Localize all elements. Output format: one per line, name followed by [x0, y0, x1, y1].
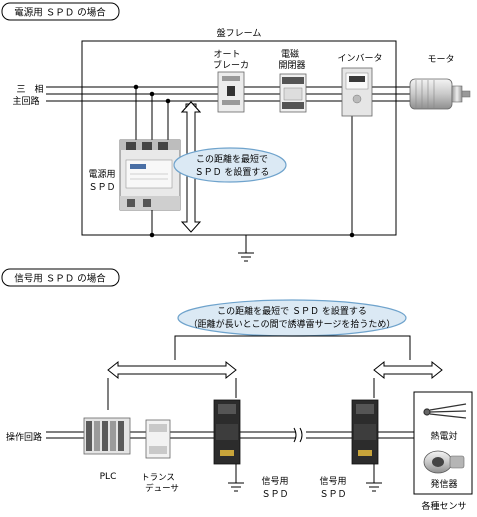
inverter-label: インバータ — [337, 53, 382, 64]
line-label-1: 三 相 — [16, 83, 43, 95]
plc-device — [83, 417, 131, 455]
contactor-label-2: 開閉器 — [278, 60, 305, 71]
section1-title-tag: 電源用 ＳＰＤ の場合 — [1, 2, 120, 21]
motor-label: モータ — [427, 54, 454, 65]
spd-right-label-1: 信号用 — [319, 475, 346, 487]
circuit-breaker — [217, 71, 245, 113]
inverter — [341, 67, 373, 117]
signal-spd-right — [351, 399, 379, 465]
callout-2-line-2: （距離が長いとこの間で誘導雷サージを拾うため） — [189, 318, 396, 330]
generator-label: 発信器 — [430, 478, 457, 490]
magnetic-contactor — [279, 73, 307, 113]
section1-title: 電源用 ＳＰＤ の場合 — [14, 7, 106, 19]
transducer-label-1: トランス — [141, 473, 175, 483]
ground-bus — [149, 115, 355, 262]
callout-1: この距離を最短で ＳＰＤ を設置する — [173, 147, 287, 183]
spd-right-label-2: ＳＰＤ — [319, 490, 346, 500]
callout-1-line-2: ＳＰＤ を設置する — [195, 166, 270, 178]
contactor-label-1: 電磁 — [281, 48, 299, 60]
plc-label: PLC — [100, 472, 117, 482]
breaker-label-2: ブレーカ — [213, 59, 249, 71]
panel-frame — [81, 40, 397, 236]
callout-2-line-1: この距離を最短で ＳＰＤ を設置する — [217, 305, 367, 317]
spd-left-label-1: 信号用 — [261, 475, 288, 487]
spd-label-1: 電源用 — [88, 169, 115, 180]
generator-icon — [423, 450, 465, 474]
spd-left-label-2: ＳＰＤ — [261, 490, 288, 500]
section2-title-tag: 信号用 ＳＰＤ の場合 — [1, 268, 120, 287]
ground-right — [366, 464, 382, 492]
frame-label: 盤フレーム — [217, 27, 262, 39]
breaker-label-1: オート — [213, 49, 240, 60]
thermocouple-icon — [423, 403, 467, 419]
distance-arrow-left — [107, 360, 237, 380]
sensors-box — [413, 391, 473, 495]
callout-1-line-1: この距離を最短で — [196, 153, 268, 165]
spd-label-2: ＳＰＤ — [88, 183, 115, 193]
transducer-device — [145, 419, 171, 459]
sensors-label: 各種センサ — [421, 500, 466, 512]
callout-2-bracket — [174, 335, 411, 360]
thermocouple-label: 熱電対 — [430, 430, 457, 442]
ground-left — [228, 464, 244, 492]
transducer-label-2: デューサ — [145, 483, 179, 494]
power-spd-device — [119, 139, 181, 211]
distance-arrow-right — [373, 360, 443, 380]
line-label-2: 主回路 — [12, 95, 39, 107]
circuit-label: 操作回路 — [6, 431, 42, 443]
section2-title: 信号用 ＳＰＤ の場合 — [14, 273, 106, 285]
motor — [409, 78, 471, 110]
callout-2: この距離を最短で ＳＰＤ を設置する （距離が長いとこの間で誘導雷サージを拾うた… — [177, 299, 407, 337]
signal-spd-left — [213, 399, 241, 465]
